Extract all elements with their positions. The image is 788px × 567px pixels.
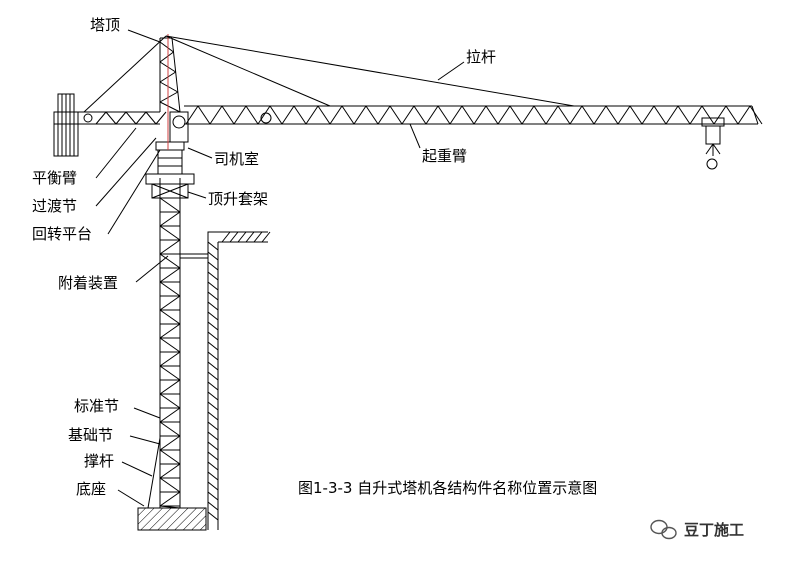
slewing-platform bbox=[155, 141, 185, 175]
counter-jib-lattice bbox=[95, 111, 167, 125]
climbing-frame bbox=[145, 173, 195, 199]
tie-rods bbox=[83, 35, 575, 113]
cab bbox=[169, 111, 189, 143]
wall-hatch-side bbox=[207, 241, 219, 521]
head-lattice bbox=[159, 41, 181, 113]
watermark: 豆丁施工 bbox=[650, 519, 744, 540]
tower-mast bbox=[159, 178, 181, 509]
jib bbox=[184, 105, 763, 125]
counter-jib bbox=[78, 111, 167, 125]
label-standard-section: 标准节 bbox=[74, 397, 119, 415]
wall-hatch-top bbox=[221, 231, 271, 243]
mast-lattice bbox=[159, 197, 181, 509]
tower-head bbox=[159, 37, 181, 113]
label-base-section: 基础节 bbox=[68, 426, 113, 444]
label-cab: 司机室 bbox=[214, 150, 259, 168]
trolley-hook bbox=[701, 117, 725, 170]
watermark-text: 豆丁施工 bbox=[684, 521, 744, 539]
label-tie-in-device: 附着装置 bbox=[58, 274, 118, 292]
leader-lines bbox=[95, 29, 465, 507]
label-jib: 起重臂 bbox=[422, 147, 467, 165]
label-tie-rod: 拉杆 bbox=[466, 48, 496, 66]
tie-in-device bbox=[180, 253, 208, 259]
figure-caption: 图1-3-3 自升式塔机各结构件名称位置示意图 bbox=[298, 479, 597, 497]
label-counter-jib: 平衡臂 bbox=[32, 169, 77, 187]
counterweight-lines bbox=[57, 94, 75, 156]
label-climbing-frame: 顶升套架 bbox=[208, 190, 268, 208]
base-block bbox=[137, 507, 207, 531]
label-slewing-platform: 回转平台 bbox=[32, 225, 92, 243]
label-base: 底座 bbox=[76, 480, 106, 498]
wechat-icon bbox=[650, 519, 677, 540]
label-tower-top: 塔顶 bbox=[90, 16, 120, 34]
counterweight bbox=[53, 93, 79, 157]
building-wall bbox=[207, 231, 271, 530]
label-strut: 撑杆 bbox=[84, 452, 114, 470]
label-transition-section: 过渡节 bbox=[32, 197, 77, 215]
strut bbox=[147, 437, 161, 509]
jib-lattice bbox=[185, 105, 763, 125]
